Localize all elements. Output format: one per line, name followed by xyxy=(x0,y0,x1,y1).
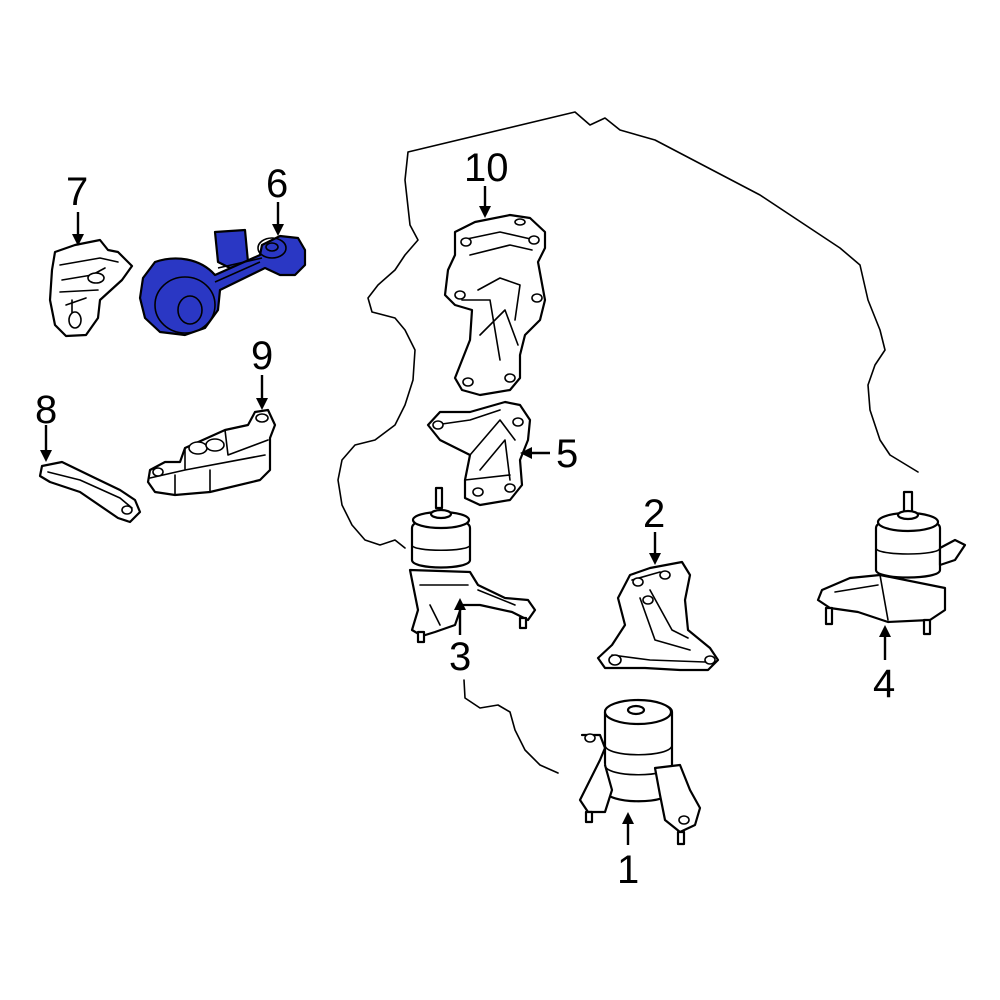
part-9-bracket[interactable] xyxy=(146,408,277,497)
engine-outline xyxy=(337,111,919,549)
callout-4: 4 xyxy=(873,662,895,706)
callout-8: 8 xyxy=(35,388,57,432)
part-3-mount[interactable] xyxy=(408,486,537,644)
callout-3: 3 xyxy=(449,635,471,679)
part-8-stay[interactable] xyxy=(38,460,142,524)
part-2-bracket[interactable] xyxy=(596,560,720,672)
callout-9: 9 xyxy=(251,334,273,378)
callout-5: 5 xyxy=(556,432,578,476)
part-4-mount[interactable] xyxy=(816,490,967,636)
part-7-bracket[interactable] xyxy=(48,238,134,338)
callout-7: 7 xyxy=(66,170,88,214)
callout-arrows xyxy=(40,186,891,845)
callout-6: 6 xyxy=(266,162,288,206)
part-10-bracket[interactable] xyxy=(443,213,547,397)
callout-2: 2 xyxy=(643,492,665,536)
callout-10: 10 xyxy=(464,146,509,190)
part-6-torque-rod[interactable] xyxy=(138,228,307,337)
callout-1: 1 xyxy=(617,848,639,892)
part-5-bracket[interactable] xyxy=(426,400,532,507)
engine-outline-lower xyxy=(463,679,559,774)
part-1-mount[interactable] xyxy=(578,698,702,846)
